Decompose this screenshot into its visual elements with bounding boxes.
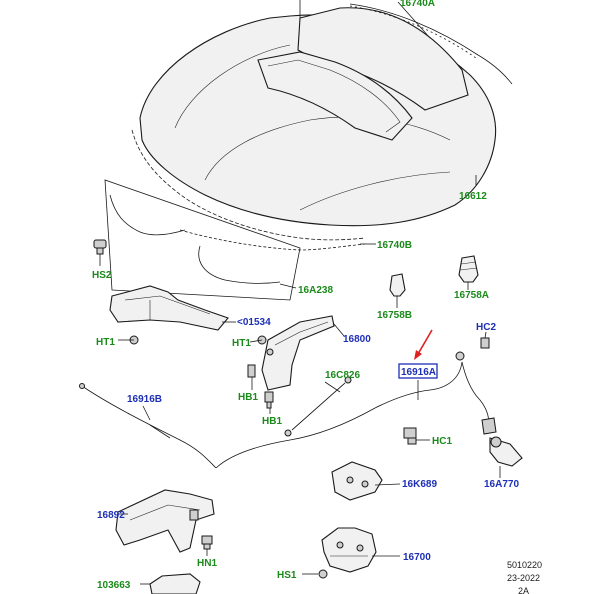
label-16892[interactable]: 16892: [97, 510, 125, 521]
label-01534[interactable]: <01534: [237, 317, 271, 328]
cover-01534[interactable]: [109, 285, 229, 331]
label-ht1-right[interactable]: HT1: [232, 338, 251, 349]
latch-16A770[interactable]: [489, 436, 523, 467]
label-16916A[interactable]: 16916A: [401, 367, 436, 378]
latch-16700[interactable]: [321, 527, 377, 573]
hc1-clip[interactable]: [403, 427, 417, 445]
red-arrow-icon: [414, 329, 433, 360]
label-16758A[interactable]: 16758A: [454, 290, 489, 301]
bump-stop-16758A[interactable]: [458, 255, 479, 283]
hinge-16800[interactable]: [261, 315, 335, 391]
hb1-bolt-upper[interactable]: [247, 364, 256, 378]
label-16612[interactable]: 16612: [459, 191, 487, 202]
label-16758B[interactable]: 16758B: [377, 310, 412, 321]
latch-16K689[interactable]: [331, 461, 383, 501]
part-103663[interactable]: [149, 573, 201, 594]
label-16700[interactable]: 16700: [403, 552, 431, 563]
label-16740B[interactable]: 16740B: [377, 240, 412, 251]
bump-stop-16758B[interactable]: [389, 273, 406, 297]
ref-date: 23-2022: [507, 573, 540, 583]
hood-panel[interactable]: [139, 7, 497, 227]
hc2-clip[interactable]: [480, 337, 490, 349]
leader-lines: [99, 0, 501, 585]
top-seal-strip[interactable]: [349, 3, 513, 85]
label-hn1[interactable]: HN1: [197, 558, 217, 569]
label-103663[interactable]: 103663: [97, 580, 131, 591]
label-hb1-lower[interactable]: HB1: [262, 416, 282, 427]
label-16916B[interactable]: 16916B: [127, 394, 162, 405]
label-16740A[interactable]: 16740A: [400, 0, 435, 9]
hs2-fastener[interactable]: [93, 239, 107, 255]
label-16A238[interactable]: 16A238: [298, 285, 333, 296]
seal-16A238[interactable]: [198, 245, 281, 284]
label-16A770[interactable]: 16A770: [484, 479, 519, 490]
ref-page: 2A: [518, 586, 529, 594]
label-16800[interactable]: 16800: [343, 334, 371, 345]
label-16C826[interactable]: 16C826: [325, 370, 360, 381]
cable-16916A-highlight: [398, 363, 438, 379]
label-hs2[interactable]: HS2: [92, 270, 112, 281]
label-hc1[interactable]: HC1: [432, 436, 452, 447]
seal-group-outline: [104, 179, 301, 301]
hood-edge-seal[interactable]: [131, 129, 366, 241]
hs1-screw[interactable]: [318, 569, 328, 579]
label-16K689[interactable]: 16K689: [402, 479, 437, 490]
hb1-bolt-lower[interactable]: [264, 391, 274, 409]
seal-16740B[interactable]: [109, 194, 186, 236]
label-hb1-upper[interactable]: HB1: [238, 392, 258, 403]
ref-code: 5010220: [507, 560, 542, 570]
label-hc2[interactable]: HC2: [476, 322, 496, 333]
gas-strut-16C826[interactable]: [284, 376, 352, 437]
label-hs1[interactable]: HS1: [277, 570, 297, 581]
hn1-nut[interactable]: [201, 535, 213, 550]
release-cable-16916A[interactable]: [215, 351, 497, 469]
release-cable-16916B[interactable]: [79, 383, 217, 469]
seal-16740B-long[interactable]: [179, 229, 366, 251]
bracket-16892[interactable]: [115, 489, 215, 553]
label-ht1-left[interactable]: HT1: [96, 337, 115, 348]
